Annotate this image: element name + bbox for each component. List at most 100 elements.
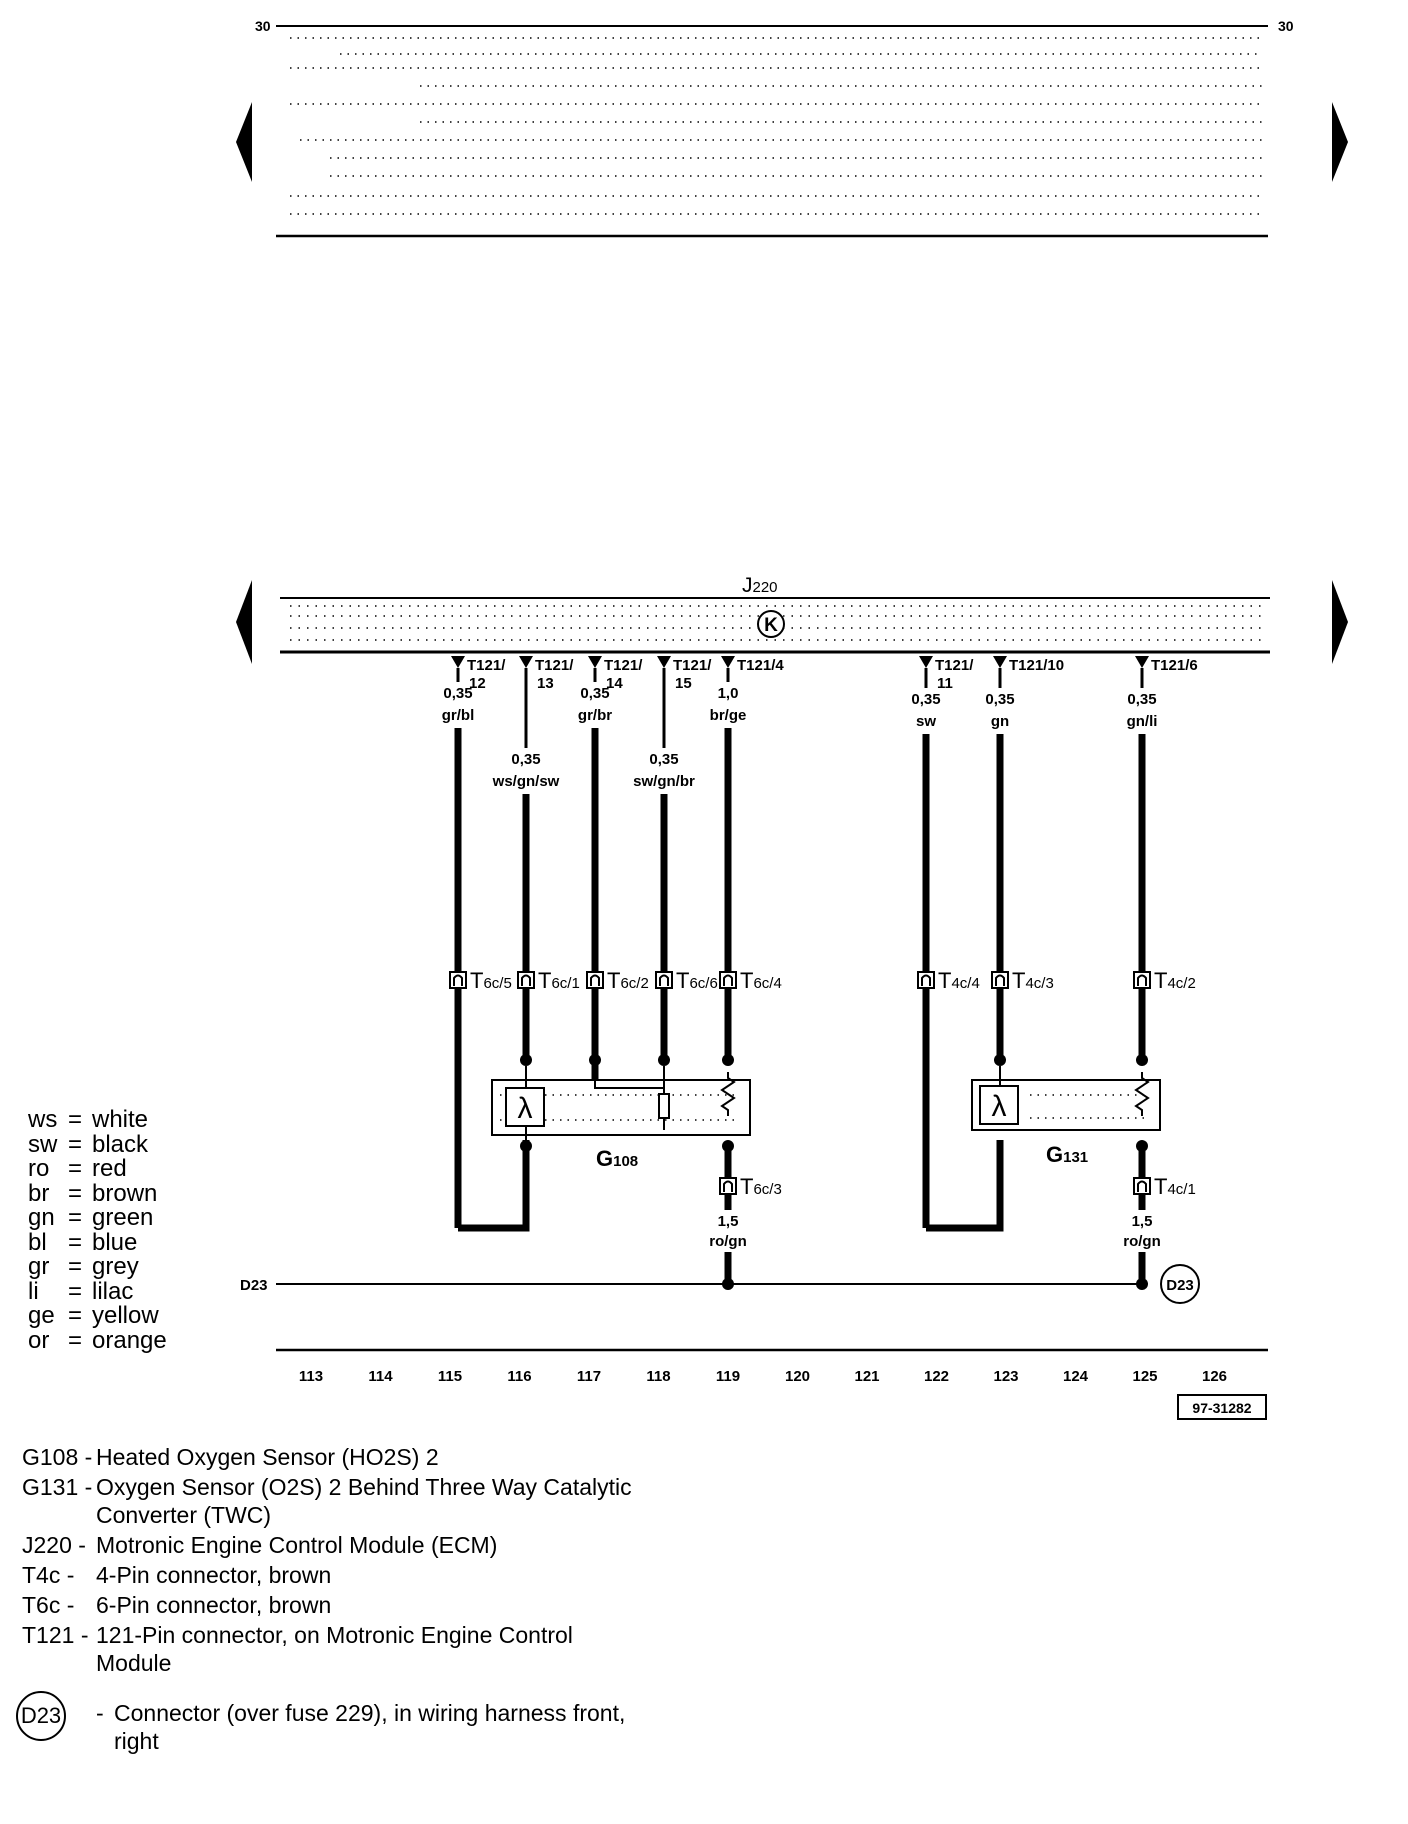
track-number: 123 <box>993 1368 1018 1385</box>
component-label-g131: G131 <box>1046 1142 1088 1167</box>
color-legend-row: sw=black <box>28 1130 167 1158</box>
color-code: gr <box>28 1253 50 1280</box>
color-eq: = <box>68 1302 83 1329</box>
figure-ref-box: 97-31282 <box>1177 1394 1267 1420</box>
color-code: sw <box>28 1130 58 1158</box>
connector-symbol <box>517 971 535 989</box>
lambda-glyph: λ <box>992 1090 1007 1123</box>
wire-color: ro/gn <box>1123 1233 1161 1250</box>
color-code: ws <box>28 1106 58 1133</box>
wire-gauge: 1,5 <box>1132 1213 1153 1230</box>
connector-desc: Connector (over fuse 229), in wiring har… <box>114 1700 626 1754</box>
track-number: 124 <box>1063 1368 1089 1385</box>
lambda-symbol-icon: λ <box>505 1087 545 1127</box>
track-number: 121 <box>854 1368 879 1385</box>
connector-symbol <box>1133 971 1151 989</box>
component-code: G131 - <box>22 1474 93 1500</box>
component-legend-row: J220 -Motronic Engine Control Module (EC… <box>22 1531 654 1559</box>
lower-wire-2: T4c/11,5 ro/gn <box>1123 1146 1196 1290</box>
pin-label: T121/ <box>467 657 506 674</box>
page-next-arrow-ecm[interactable] <box>1332 580 1348 664</box>
pin-label: T121/ <box>673 657 712 674</box>
color-name: brown <box>92 1179 158 1207</box>
track-number: 113 <box>299 1368 323 1385</box>
track-number: 118 <box>646 1368 670 1385</box>
wire-gauge: 0,35 <box>443 685 472 702</box>
junction-dot <box>994 1054 1006 1066</box>
connector-label: T6c/4 <box>740 968 782 993</box>
connector-dash: - <box>96 1700 104 1726</box>
component-legend-row: G131 -Oxygen Sensor (O2S) 2 Behind Three… <box>22 1473 654 1529</box>
resistor-icon <box>658 1093 670 1119</box>
lower-wire-1: T6c/31,5ro/gn <box>709 1146 782 1290</box>
color-eq: = <box>68 1155 83 1182</box>
color-name: grey <box>92 1253 139 1280</box>
connector-symbol <box>917 971 935 989</box>
page-prev-arrow-ecm[interactable] <box>236 580 252 664</box>
component-desc: 121-Pin connector, on Motronic Engine Co… <box>96 1622 573 1676</box>
color-legend-row: ge = yellow <box>28 1302 167 1329</box>
connector-label: T6c/3 <box>740 1174 782 1199</box>
heater-element-icon <box>720 1072 736 1116</box>
color-legend-row: ws=white <box>28 1106 167 1133</box>
pin-label: T121/ <box>535 657 574 674</box>
ecm-j220-block: J220 K <box>236 574 1348 664</box>
junction-dot <box>520 1054 532 1066</box>
connector-label: T4c/1 <box>1154 1174 1196 1199</box>
figure-ref: 97-31282 <box>1192 1400 1251 1416</box>
color-name: lilac <box>92 1277 134 1305</box>
color-eq: = <box>68 1326 83 1354</box>
junction-dot <box>520 1140 532 1152</box>
color-name: white <box>92 1106 149 1133</box>
page-next-arrow-top[interactable] <box>1332 102 1348 182</box>
color-code: ge <box>28 1302 55 1329</box>
component-desc: 4-Pin connector, brown <box>96 1562 332 1588</box>
heater-element-icon <box>1134 1072 1150 1116</box>
component-code: J220 - <box>22 1532 86 1558</box>
track-number: 114 <box>368 1368 393 1385</box>
wire-gauge: 0,35 <box>911 691 940 708</box>
top-bus: 30 30 <box>236 18 1348 238</box>
junction-dot <box>658 1054 670 1066</box>
color-name: orange <box>92 1326 167 1354</box>
track-number: 122 <box>924 1368 949 1385</box>
wire-color: gr/bl <box>442 707 475 724</box>
wire-gauge: 0,35 <box>511 751 540 768</box>
color-legend-row: li=lilac <box>28 1277 167 1305</box>
shield-loop-g131 <box>926 1140 1004 1232</box>
pin-arrow <box>657 656 671 668</box>
color-legend-row: or=orange <box>28 1326 167 1354</box>
bus-label-left: 30 <box>255 18 271 34</box>
pin-label-sub: 15 <box>675 675 692 692</box>
bus-label-right: 30 <box>1278 18 1294 34</box>
connector-symbol <box>991 971 1009 989</box>
connector-symbol <box>1133 1177 1151 1195</box>
pin-label-sub: 12 <box>469 675 486 692</box>
color-legend-row: gn=green <box>28 1205 167 1231</box>
color-name: yellow <box>92 1302 159 1329</box>
page-prev-arrow-top[interactable] <box>236 102 252 182</box>
ecm-k-symbol <box>757 610 785 638</box>
wire-gauge: 0,35 <box>649 751 678 768</box>
color-name: blue <box>92 1228 138 1256</box>
shield-loop-g108 <box>458 1140 530 1232</box>
d23-connector-icon: D23 <box>16 1691 66 1741</box>
track-number: 126 <box>1202 1368 1227 1385</box>
track-number: 119 <box>716 1368 740 1385</box>
component-code: T6c - <box>22 1592 75 1618</box>
color-eq: = <box>68 1130 83 1158</box>
d23-label: D23 <box>240 1277 268 1294</box>
pin-label: T121/10 <box>1009 657 1064 674</box>
